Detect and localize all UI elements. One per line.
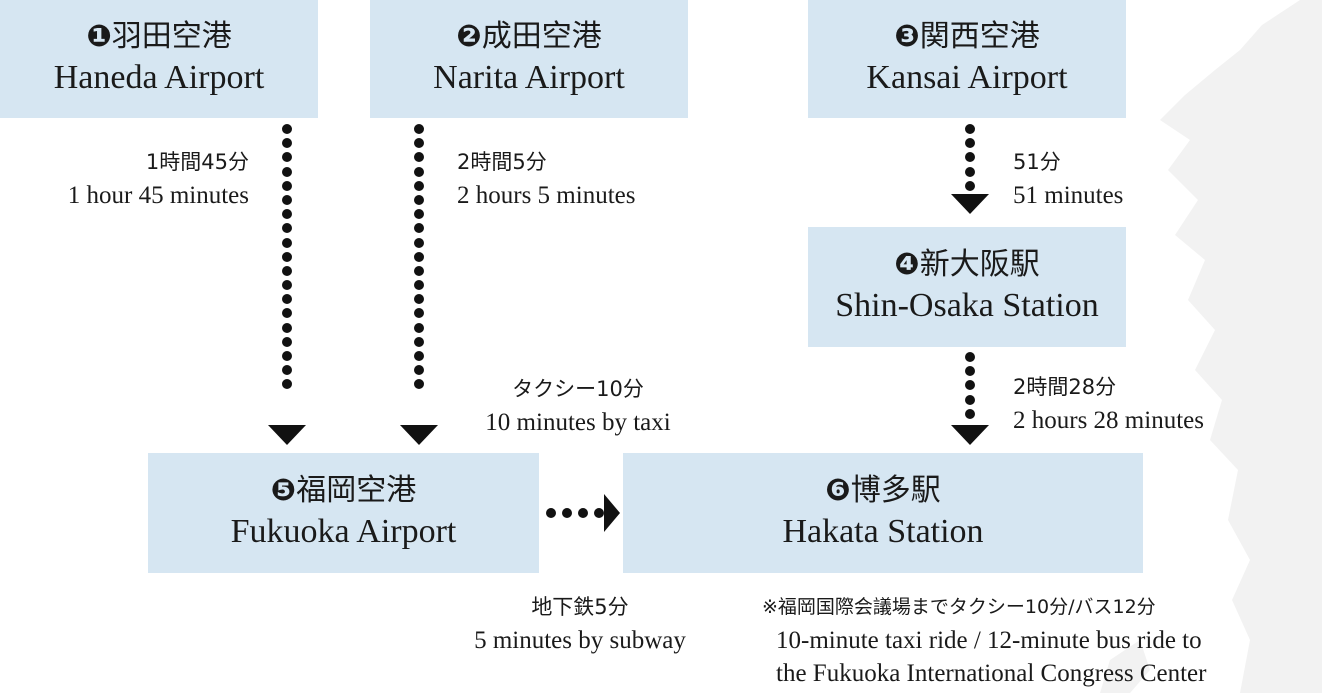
node-fukuoka-airport: ❺福岡空港 Fukuoka Airport — [148, 453, 539, 573]
route-jp: 51分 — [1013, 150, 1061, 174]
node-narita-airport: ❷成田空港 Narita Airport — [370, 0, 688, 118]
route-en: 2 hours 28 minutes — [1013, 407, 1204, 434]
node-haneda-airport: ❶羽田空港 Haneda Airport — [0, 0, 318, 118]
node-jp-name: 新大阪駅 — [919, 247, 1040, 282]
node-jp-label: ❻博多駅 — [825, 472, 940, 510]
node-number: ❻ — [825, 473, 851, 508]
route-label-subway: 地下鉄5分 5 minutes by subway — [430, 591, 730, 657]
note-jp: ※福岡国際会議場までタクシー10分/バス12分 — [762, 596, 1156, 618]
arrow-right-icon — [604, 494, 620, 532]
arrow-down-icon — [400, 425, 438, 445]
route-jp: 地下鉄5分 — [531, 595, 629, 619]
route-en: 5 minutes by subway — [474, 627, 686, 654]
connector-narita-fukuoka — [413, 124, 425, 394]
route-en: 1 hour 45 minutes — [67, 182, 249, 209]
node-en-name: Fukuoka Airport — [230, 513, 457, 550]
note-en-line2: the Fukuoka International Congress Cente… — [776, 660, 1207, 687]
route-jp: 2時間28分 — [1013, 375, 1117, 399]
node-number: ❺ — [270, 473, 297, 508]
route-label-haneda: 1時間45分 1 hour 45 minutes — [68, 146, 249, 212]
node-jp-name: 成田空港 — [481, 19, 602, 54]
node-number: ❷ — [456, 19, 482, 54]
node-jp-name: 羽田空港 — [111, 19, 232, 54]
node-en-name: Hakata Station — [782, 513, 984, 550]
route-label-taxi: タクシー10分 10 minutes by taxi — [450, 373, 706, 439]
route-jp: タクシー10分 — [512, 377, 644, 401]
node-jp-label: ❹新大阪駅 — [894, 246, 1039, 284]
route-label-shinosaka: 2時間28分 2 hours 28 minutes — [1013, 371, 1204, 437]
connector-haneda-fukuoka — [281, 124, 293, 394]
note-en-line1: 10-minute taxi ride / 12-minute bus ride… — [776, 627, 1202, 654]
connector-kansai-shinosaka — [964, 124, 976, 195]
congress-center-note: ※福岡国際会議場までタクシー10分/バス12分 10-minute taxi r… — [762, 591, 1206, 690]
route-en: 51 minutes — [1013, 182, 1124, 209]
node-number: ❸ — [894, 19, 920, 54]
node-jp-label: ❷成田空港 — [456, 18, 601, 56]
connector-fukuoka-hakata — [546, 508, 604, 518]
node-en-name: Kansai Airport — [866, 59, 1068, 96]
node-shin-osaka-station: ❹新大阪駅 Shin-Osaka Station — [808, 227, 1126, 347]
node-en-name: Narita Airport — [433, 59, 625, 96]
node-en-name: Haneda Airport — [53, 59, 265, 96]
node-kansai-airport: ❸関西空港 Kansai Airport — [808, 0, 1126, 118]
route-jp: 1時間45分 — [145, 150, 249, 174]
arrow-down-icon — [951, 425, 989, 445]
node-jp-label: ❸関西空港 — [894, 18, 1039, 56]
node-jp-name: 関西空港 — [919, 19, 1040, 54]
node-number: ❹ — [894, 247, 920, 282]
node-en-name: Shin-Osaka Station — [835, 287, 1099, 324]
route-label-kansai: 51分 51 minutes — [1013, 146, 1123, 212]
connector-shinosaka-hakata — [964, 352, 976, 423]
node-hakata-station: ❻博多駅 Hakata Station — [623, 453, 1143, 573]
route-jp: 2時間5分 — [457, 150, 547, 174]
arrow-down-icon — [268, 425, 306, 445]
node-jp-label: ❺福岡空港 — [271, 472, 416, 510]
node-jp-name: 福岡空港 — [296, 473, 417, 508]
arrow-down-icon — [951, 194, 989, 214]
node-jp-name: 博多駅 — [850, 473, 941, 508]
node-number: ❶ — [86, 19, 112, 54]
node-jp-label: ❶羽田空港 — [86, 18, 231, 56]
route-en: 2 hours 5 minutes — [457, 182, 636, 209]
route-en: 10 minutes by taxi — [485, 409, 671, 436]
route-label-narita: 2時間5分 2 hours 5 minutes — [457, 146, 635, 212]
